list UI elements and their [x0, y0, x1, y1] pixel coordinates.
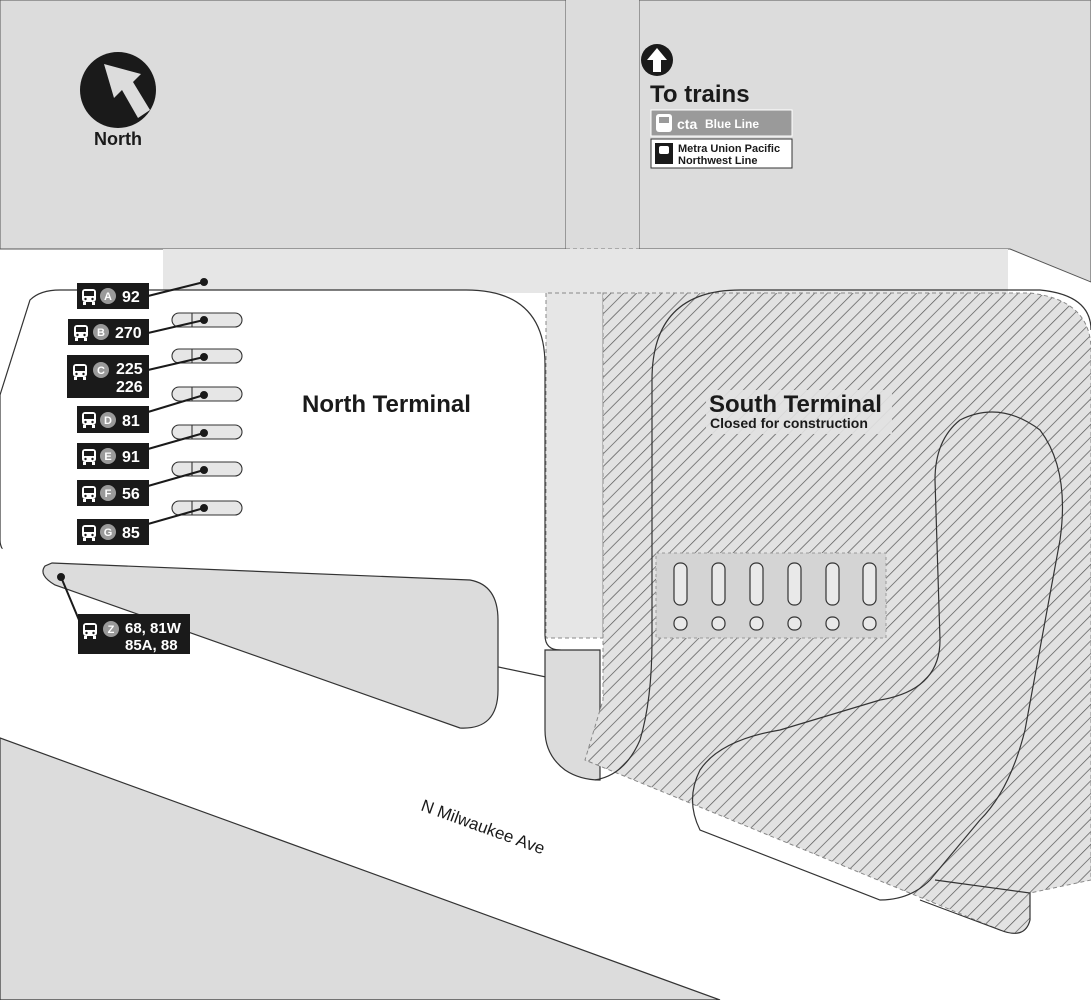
svg-text:C: C	[97, 365, 105, 377]
metra-up-nw-badge[interactable]: Metra Union Pacific Northwest Line	[650, 138, 793, 169]
bay-leader-lines	[57, 278, 208, 621]
south-terminal-label: South Terminal Closed for construction	[706, 390, 892, 434]
south-terminal-title: South Terminal	[709, 391, 882, 418]
metra-train-icon	[655, 143, 673, 164]
svg-text:56: 56	[122, 486, 140, 503]
svg-text:F: F	[105, 488, 112, 500]
svg-text:A: A	[104, 291, 112, 303]
south-parcel	[0, 737, 721, 1000]
svg-text:92: 92	[122, 289, 140, 306]
bay-label-d[interactable]: D 81	[77, 406, 149, 433]
svg-text:68, 81W: 68, 81W	[125, 620, 182, 637]
cta-blue-line-badge[interactable]: cta Blue Line	[650, 109, 793, 137]
north-arrow-icon: North	[80, 52, 156, 149]
bus-island-z	[42, 562, 499, 729]
south-terminal-outlines	[594, 289, 1091, 934]
svg-text:E: E	[104, 451, 111, 463]
svg-text:81: 81	[122, 413, 140, 430]
north-bus-bay-slots	[171, 312, 243, 516]
bay-label-e[interactable]: E 91	[77, 443, 149, 469]
to-trains-label: To trains	[650, 81, 750, 108]
bay-labels: A 92 B 270 C 225 226 D 81	[67, 283, 190, 654]
compass-label: North	[94, 129, 142, 149]
metra-line-name-2: Northwest Line	[678, 155, 757, 167]
svg-text:91: 91	[122, 449, 140, 466]
to-trains-sign[interactable]: To trains cta Blue Line Metra Union Paci…	[641, 44, 793, 169]
up-arrow-icon	[641, 44, 673, 76]
svg-text:85A, 88: 85A, 88	[125, 637, 178, 654]
svg-text:225: 225	[116, 361, 143, 378]
cta-line-name: Blue Line	[705, 117, 759, 131]
bay-label-z[interactable]: Z 68, 81W 85A, 88	[78, 614, 190, 654]
svg-text:G: G	[104, 527, 113, 539]
north-terminal-title: North Terminal	[302, 391, 471, 418]
cta-brand: cta	[677, 116, 697, 132]
bay-label-b[interactable]: B 270	[68, 319, 149, 345]
svg-text:Z: Z	[108, 624, 115, 636]
bay-label-c[interactable]: C 225 226	[67, 355, 149, 398]
south-platform-bays	[655, 552, 887, 639]
access-corridor	[566, 0, 639, 250]
bay-label-a[interactable]: A 92	[77, 283, 149, 309]
south-terminal-status: Closed for construction	[710, 415, 868, 431]
svg-text:B: B	[97, 327, 105, 339]
svg-text:270: 270	[115, 325, 142, 342]
svg-text:85: 85	[122, 525, 140, 542]
metra-line-name-1: Metra Union Pacific	[678, 143, 780, 155]
north-parking-blocks	[0, 0, 1091, 283]
cta-train-icon	[656, 114, 672, 132]
svg-text:D: D	[104, 415, 112, 427]
bay-label-f[interactable]: F 56	[77, 480, 149, 506]
svg-text:226: 226	[116, 379, 143, 396]
bay-label-g[interactable]: G 85	[77, 519, 149, 545]
